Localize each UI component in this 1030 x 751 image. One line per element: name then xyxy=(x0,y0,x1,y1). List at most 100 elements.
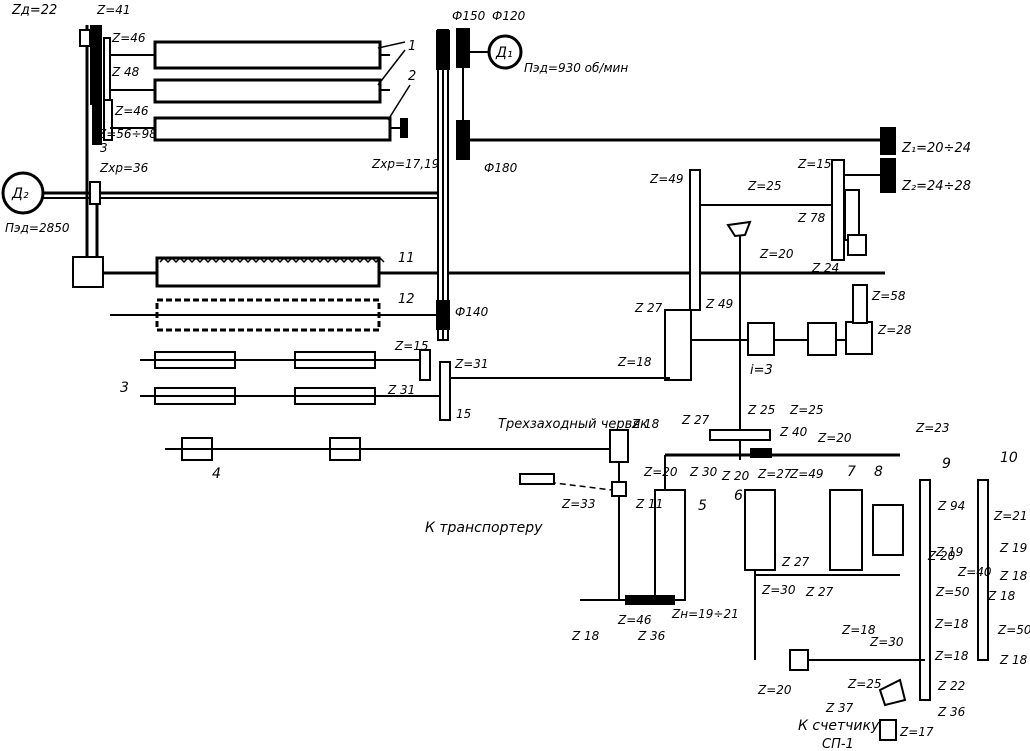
label-transporter: К транспортеру xyxy=(425,520,543,536)
reducer-i3 xyxy=(747,322,775,356)
label-z20a: Z=20 xyxy=(759,247,794,261)
label-z36b: Z 36 xyxy=(937,705,966,719)
label-z30b: Z=30 xyxy=(761,583,796,597)
label-n1: 1 xyxy=(408,39,416,54)
label-z49b: Z 49 xyxy=(705,297,733,311)
label-z15a: Z=15 xyxy=(797,157,832,171)
label-z18d: Z 18 xyxy=(987,589,1016,603)
label-z20e: Z 20 xyxy=(927,549,956,563)
winder-6 xyxy=(744,489,776,571)
label-z25a: Z=25 xyxy=(747,179,782,193)
label-z58: Z=58 xyxy=(871,289,906,303)
label-z25d: Z=25 xyxy=(847,677,882,691)
label-n2: 2 xyxy=(408,69,416,84)
label-z18e: Z 18 xyxy=(571,629,600,643)
label-z18h: Z=18 xyxy=(934,649,969,663)
label-n7: 7 xyxy=(847,464,856,480)
gear-z41 xyxy=(90,25,102,105)
label-z27d: Z 27 xyxy=(805,585,834,599)
label-z19b: Z 19 xyxy=(935,545,963,559)
label-n10: 10 xyxy=(1000,450,1018,466)
label-z50b: Z=50 xyxy=(997,623,1030,637)
label-z36a: Z 36 xyxy=(637,629,666,643)
label-z27e: Z 27 xyxy=(781,555,810,569)
label-z23: Z=23 xyxy=(915,421,950,435)
label-z18b: Z 18 xyxy=(631,417,660,431)
label-z20f: Z=20 xyxy=(757,683,792,697)
label-d2: Д₂ xyxy=(11,186,29,202)
label-z50a: Z=50 xyxy=(935,585,970,599)
label-z22: Z 22 xyxy=(937,679,965,693)
label-z28: Z=28 xyxy=(877,323,912,337)
label-z18a: Z=18 xyxy=(617,355,652,369)
roller-2 xyxy=(153,116,392,142)
label-n11: 11 xyxy=(398,251,415,266)
label-z18c: Z 18 xyxy=(999,569,1028,583)
label-z1: Z₁=20÷24 xyxy=(901,141,971,156)
label-z20d: Z=20 xyxy=(817,431,852,445)
label-d2n: Пэд=2850 xyxy=(5,221,70,235)
label-z18i: Z 18 xyxy=(999,653,1028,667)
gear-z2 xyxy=(880,158,896,193)
label-z5698: Z=56÷98 xyxy=(97,127,157,141)
gear-z1 xyxy=(880,127,896,155)
winder-7 xyxy=(829,489,863,571)
reducer-box xyxy=(72,256,104,288)
shaft-9 xyxy=(919,479,931,701)
label-z94: Z 94 xyxy=(937,499,965,513)
label-z30c: Z=30 xyxy=(869,635,904,649)
label-z46a: Z=46 xyxy=(111,31,146,45)
label-z31a: Z=31 xyxy=(454,357,489,371)
label-n3b: 3 xyxy=(120,380,129,396)
label-d1: Д₁ xyxy=(495,45,513,61)
label-z27a: Z 27 xyxy=(634,301,663,315)
label-p140: Ф140 xyxy=(455,305,489,319)
label-z27c: Z=27 xyxy=(757,467,792,481)
label-z15b: Z=15 xyxy=(394,339,429,353)
label-n4: 4 xyxy=(212,466,221,482)
gear-zr22 xyxy=(79,29,91,47)
label-z24a: Z 24 xyxy=(811,261,839,275)
motor-d1 xyxy=(487,34,523,70)
worm-gear xyxy=(609,429,629,463)
label-n6: 6 xyxy=(734,488,743,504)
label-z46b: Z=46 xyxy=(114,104,149,118)
label-n3a: 3 xyxy=(100,141,108,155)
label-z27b: Z 27 xyxy=(681,413,710,427)
label-zxp1719: Zхр=17,19 xyxy=(371,157,439,171)
label-z49a: Z=49 xyxy=(649,172,684,186)
shaft-10 xyxy=(977,479,989,661)
label-z21: Z=21 xyxy=(993,509,1028,523)
label-zxp36: Zхр=36 xyxy=(99,161,149,175)
label-z49c: Z=49 xyxy=(789,467,824,481)
label-n9: 9 xyxy=(942,456,951,472)
label-z40b: Z=40 xyxy=(957,565,992,579)
label-z20c: Z 20 xyxy=(721,469,750,483)
label-p120: Ф120 xyxy=(492,9,526,23)
label-z78: Z 78 xyxy=(797,211,826,225)
label-zn1921: Zн=19÷21 xyxy=(671,607,739,621)
label-z46c: Z=46 xyxy=(617,613,652,627)
label-z25b: Z 25 xyxy=(747,403,775,417)
label-counter: К счетчику xyxy=(798,718,880,734)
label-z41: Z=41 xyxy=(96,3,131,17)
label-worm: Трехзаходный червяк xyxy=(498,417,648,432)
roller-11 xyxy=(155,256,381,288)
label-z30a: Z 30 xyxy=(689,465,718,479)
gear-z56-98 xyxy=(92,105,102,145)
label-z25c: Z=25 xyxy=(789,403,824,417)
label-p180: Ф180 xyxy=(484,161,518,175)
label-z19a: Z 19 xyxy=(999,541,1027,555)
label-z20b: Z=20 xyxy=(643,465,678,479)
label-z40: Z 40 xyxy=(779,425,808,439)
label-n12: 12 xyxy=(398,292,415,307)
label-sp1: СП-1 xyxy=(822,737,854,751)
label-z31b: Z 31 xyxy=(387,383,415,397)
label-n15: 15 xyxy=(456,407,471,421)
label-z2: Z₂=24÷28 xyxy=(901,179,971,194)
label-p150: Ф150 xyxy=(452,9,486,23)
label-z37: Z 37 xyxy=(825,701,854,715)
roller-1b xyxy=(153,78,382,104)
